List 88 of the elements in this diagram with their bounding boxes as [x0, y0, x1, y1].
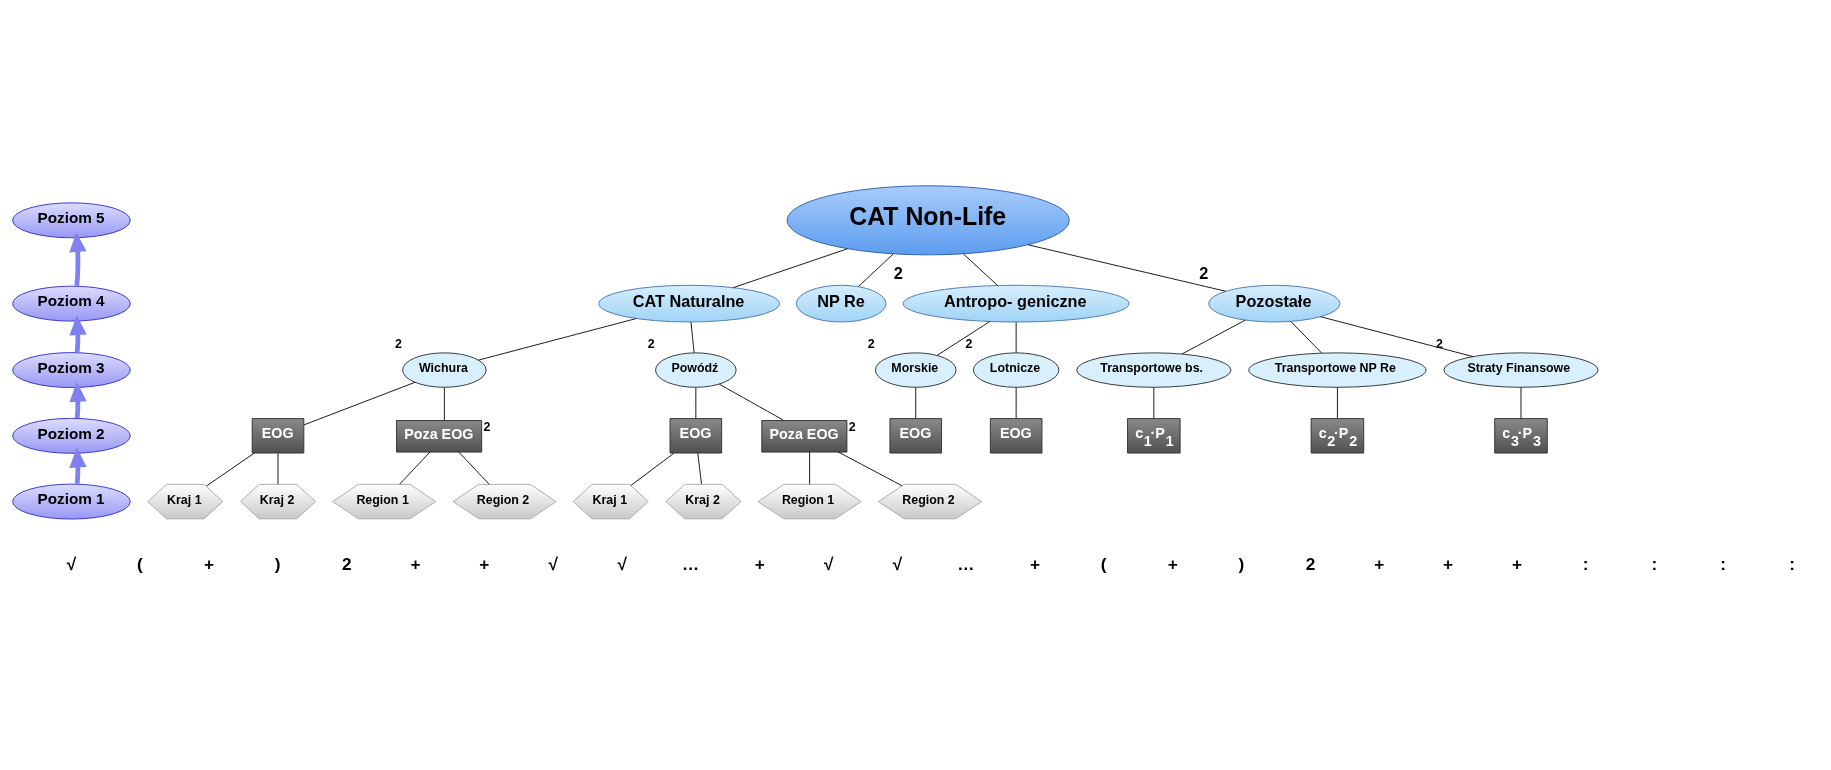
- connector: [1319, 316, 1474, 358]
- label: +: [410, 554, 421, 575]
- node-ellipse: CAT Naturalne: [598, 284, 780, 323]
- connector: [962, 253, 998, 286]
- node-ellipse: NP Re: [795, 284, 887, 323]
- connector: [690, 321, 695, 354]
- connector: [858, 253, 894, 287]
- node-label: 2: [1436, 337, 1443, 352]
- label: √: [66, 554, 77, 575]
- connector: [303, 381, 416, 426]
- node-label: 2: [867, 337, 875, 352]
- arrow: [69, 315, 87, 353]
- node-ellipse: Antropo- geniczne: [902, 284, 1130, 323]
- node-ellipse: Poziom 2: [12, 417, 131, 454]
- label: +: [754, 554, 765, 575]
- label: …: [957, 554, 975, 575]
- node-ellipse: Poziom 1: [12, 483, 131, 520]
- label: +: [203, 554, 214, 575]
- arrow: [69, 232, 87, 287]
- label: (: [1100, 554, 1107, 575]
- connector: [443, 387, 445, 421]
- node-box: EOG: [669, 418, 723, 454]
- label: 2: [1305, 554, 1316, 575]
- connector: [1181, 319, 1246, 355]
- node-ellipse: Powódź: [655, 352, 737, 388]
- label: √: [548, 554, 559, 575]
- node-ellipse: Poziom 4: [12, 285, 131, 322]
- connector: [809, 451, 811, 485]
- label: +: [1030, 554, 1041, 575]
- node-box: EOG: [251, 418, 305, 454]
- connector: [458, 451, 490, 485]
- label: …: [681, 554, 700, 575]
- connector: [732, 248, 849, 289]
- label: (: [136, 554, 143, 575]
- label: √: [823, 554, 834, 575]
- node-box: EOG: [889, 418, 943, 454]
- connector: [478, 318, 637, 361]
- connector: [277, 452, 279, 485]
- connector: [695, 387, 697, 419]
- connector: [697, 452, 702, 485]
- node-ellipse: Lotnicze: [972, 352, 1060, 388]
- label: :: [1789, 554, 1795, 575]
- connector: [205, 452, 255, 487]
- arrow: [69, 381, 87, 419]
- node-label: 2: [965, 337, 973, 352]
- label: :: [1582, 554, 1589, 575]
- label: √: [617, 554, 627, 575]
- node-label: 2: [1199, 264, 1209, 283]
- label: :: [1651, 554, 1658, 575]
- node-label: 2: [483, 420, 491, 435]
- connector: [837, 451, 903, 487]
- connector: [630, 452, 675, 487]
- connector: [1153, 387, 1155, 419]
- connector: [915, 387, 917, 419]
- label: ): [1238, 554, 1245, 575]
- label: ): [274, 554, 281, 575]
- node-label: 2: [848, 420, 856, 435]
- node-ellipse: Transportowe NP Re: [1248, 352, 1427, 388]
- connector: [1015, 321, 1017, 354]
- node-ellipse: Poziom 5: [12, 202, 131, 239]
- node-label: 2: [893, 264, 903, 283]
- connector: [718, 383, 784, 421]
- node-ellipse: Poziom 3: [12, 352, 131, 389]
- node-ellipse: Morskie: [874, 352, 957, 388]
- connector: [1015, 387, 1017, 419]
- node-box: EOG: [989, 418, 1043, 454]
- node-label: 2: [395, 337, 402, 352]
- node-ellipse: Transportowe bs.: [1076, 352, 1232, 388]
- node-ellipse: Wichura: [402, 352, 487, 388]
- label: √: [892, 554, 903, 575]
- connector: [936, 321, 991, 356]
- connector: [1336, 387, 1338, 419]
- connector: [1290, 321, 1323, 354]
- node-ellipse: Pozostałe: [1208, 284, 1341, 323]
- node-ellipse: CAT Non-Life: [786, 185, 1070, 256]
- connector: [1027, 244, 1227, 292]
- label: +: [1167, 554, 1178, 575]
- label: :: [1720, 554, 1727, 575]
- node-label: 2: [647, 337, 655, 352]
- label: +: [1443, 554, 1454, 575]
- label: +: [1511, 554, 1522, 575]
- arrow: [69, 447, 87, 484]
- node-ellipse: Straty Finansowe: [1443, 352, 1599, 388]
- label: +: [479, 554, 490, 575]
- connector: [399, 451, 431, 485]
- connector: [1520, 387, 1522, 419]
- label: 2: [342, 554, 352, 575]
- label: +: [1374, 554, 1385, 575]
